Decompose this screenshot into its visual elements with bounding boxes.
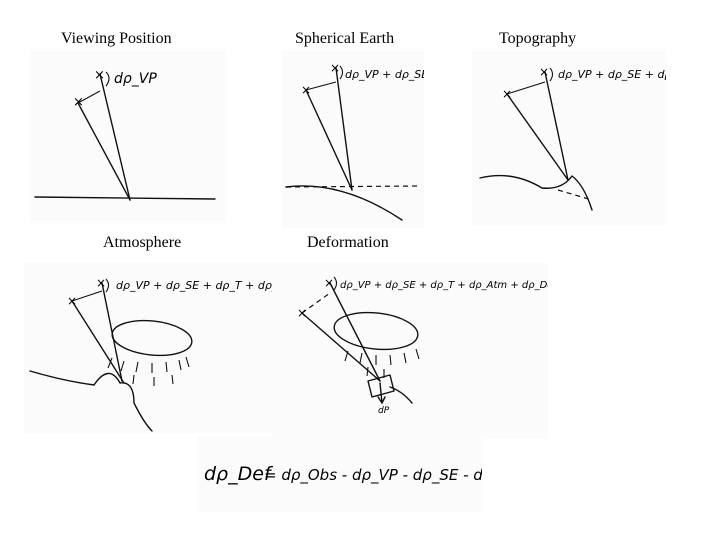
panel-atmosphere: × × dρ_VP + dρ_SE + dρ_T + dρ_Atm	[24, 263, 272, 433]
cloud-outline	[110, 317, 193, 359]
brace	[106, 72, 109, 86]
brace	[334, 277, 337, 290]
title-viewing-position: Viewing Position	[61, 30, 172, 48]
spherical-earth-sketch: × × dρ_VP + dρ_SE	[282, 50, 424, 228]
panel-viewing-position: × × dρ_VP	[30, 50, 226, 222]
satellite-x-mark: ×	[324, 276, 334, 290]
cloud-outline	[332, 309, 419, 354]
satellite-x-mark-2: ×	[73, 95, 84, 110]
viewing-position-sketch: × × dρ_VP	[30, 50, 226, 222]
rain-strokes	[345, 349, 419, 378]
satellite-x-mark: ×	[330, 61, 340, 75]
curved-earth	[286, 186, 402, 220]
topography-sketch: × × dρ_VP + dρ_SE + dρ_T	[472, 50, 666, 225]
satellite-x-mark-2: ×	[502, 87, 512, 101]
offset-line	[507, 82, 545, 94]
title-spherical-earth: Spherical Earth	[295, 30, 394, 48]
observed-ray	[100, 74, 130, 200]
satellite-x-mark-2: ×	[301, 83, 311, 97]
true-ray	[302, 313, 380, 381]
annotation-se: dρ_VP + dρ_SE	[345, 68, 424, 81]
formula-rhs: = dρ_Obs - dρ_VP - dρ_SE - dρ_T - dρ_Atm	[264, 466, 482, 485]
atmosphere-sketch: × × dρ_VP + dρ_SE + dρ_T + dρ_Atm	[24, 263, 272, 433]
formula-panel: dρ_Def = dρ_Obs - dρ_VP - dρ_SE - dρ_T -…	[198, 436, 482, 512]
annotation-atm: dρ_VP + dρ_SE + dρ_T + dρ_Atm	[116, 279, 272, 292]
title-deformation: Deformation	[307, 234, 389, 252]
satellite-x-mark: ×	[96, 276, 106, 290]
satellite-x-mark: ×	[94, 68, 105, 83]
deformation-sketch: dP × × dρ_VP + dρ_SE + dρ_T + dρ_Atm + d…	[272, 263, 548, 439]
terrain-profile	[480, 176, 592, 210]
brace	[106, 279, 109, 292]
true-ray	[78, 103, 130, 200]
title-atmosphere: Atmosphere	[103, 234, 181, 252]
brace	[340, 66, 343, 79]
formula-sketch: dρ_Def = dρ_Obs - dρ_VP - dρ_SE - dρ_T -…	[198, 436, 482, 512]
observed-ray	[102, 283, 122, 381]
panel-deformation: dP × × dρ_VP + dρ_SE + dρ_T + dρ_Atm + d…	[272, 263, 548, 439]
brace	[550, 68, 553, 81]
observed-ray	[330, 283, 380, 381]
dp-label: dP	[378, 406, 390, 416]
title-topography: Topography	[499, 30, 576, 48]
annotation-def: dρ_VP + dρ_SE + dρ_T + dρ_Atm + dρ_Def	[340, 280, 548, 291]
satellite-x-mark-2: ×	[297, 306, 307, 320]
annotation-vp: dρ_VP	[114, 71, 157, 87]
annotation-topo: dρ_VP + dρ_SE + dρ_T	[558, 68, 666, 81]
satellite-x-mark-2: ×	[67, 294, 77, 308]
satellite-x-mark: ×	[539, 65, 549, 79]
panel-topography: × × dρ_VP + dρ_SE + dρ_T	[472, 50, 666, 225]
ground-line	[35, 197, 215, 199]
panel-spherical-earth: × × dρ_VP + dρ_SE	[282, 50, 424, 228]
